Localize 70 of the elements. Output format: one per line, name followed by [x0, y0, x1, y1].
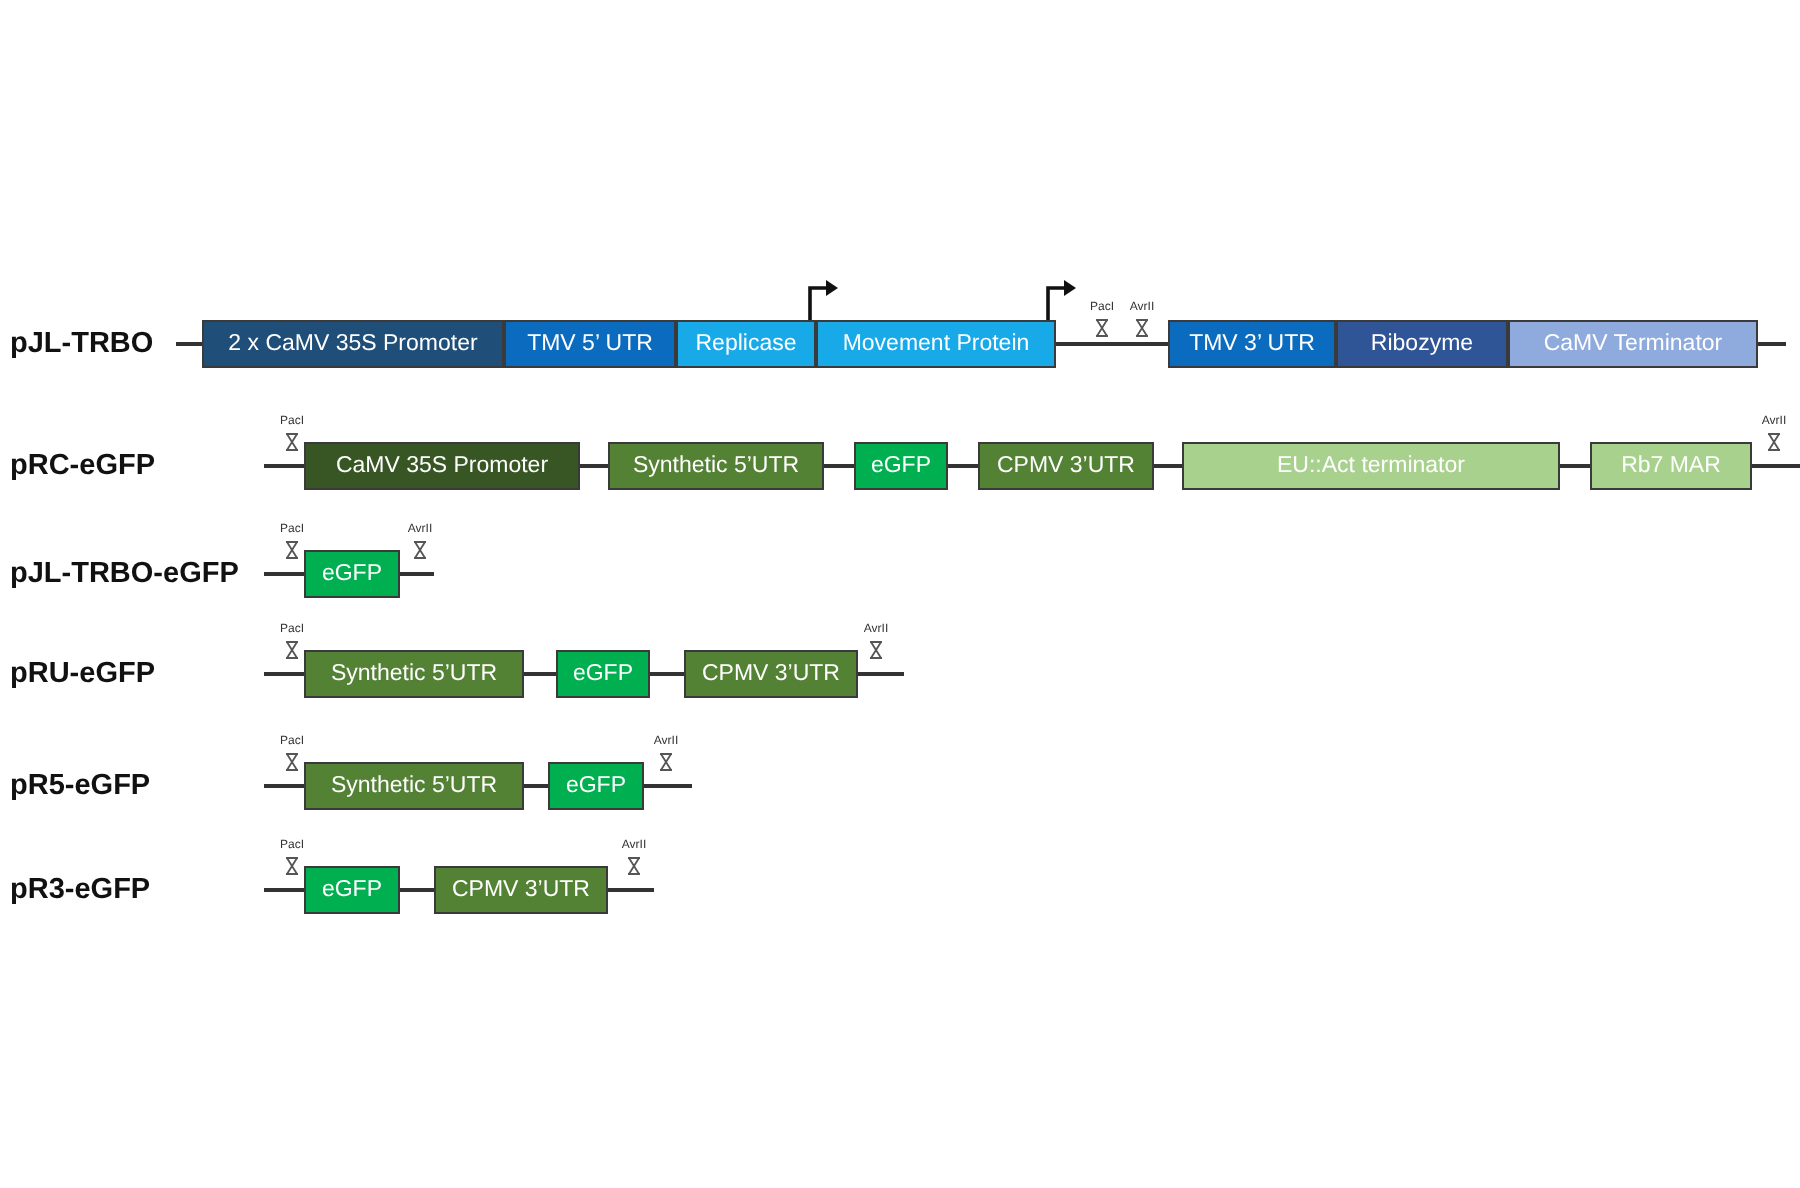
segment-label: Rb7 MAR	[1621, 454, 1721, 478]
segment-label: Ribozyme	[1370, 332, 1474, 356]
dna-backbone-line	[264, 464, 304, 468]
construct-name: pJL-TRBO	[10, 328, 154, 360]
construct-name: pR3-eGFP	[10, 874, 151, 906]
gene-segment-box	[304, 550, 400, 598]
dna-backbone-line	[524, 672, 556, 676]
gene-segment-box	[608, 442, 824, 490]
segment-label: CaMV 35S Promoter	[335, 454, 549, 478]
gene-segment-box	[676, 320, 816, 368]
gene-segment-box	[304, 866, 400, 914]
segment-label: TMV 3’ UTR	[1189, 332, 1315, 356]
gene-segment-box	[434, 866, 608, 914]
segment-label: Synthetic 5’UTR	[632, 454, 800, 478]
dna-backbone-line	[1056, 342, 1168, 346]
segment-label: 2 x CaMV 35S Promoter	[228, 332, 478, 356]
gene-segment-box	[1590, 442, 1752, 490]
dna-backbone-line	[580, 464, 608, 468]
dna-backbone-line	[1752, 464, 1800, 468]
gene-segment-box	[854, 442, 948, 490]
dna-backbone-line	[400, 888, 434, 892]
dna-backbone-line	[264, 784, 304, 788]
segment-label: Synthetic 5’UTR	[330, 662, 498, 686]
dna-backbone-line	[1154, 464, 1182, 468]
construct-name: pJL-TRBO-eGFP	[10, 558, 239, 590]
segment-label: eGFP	[321, 562, 383, 586]
segment-label: eGFP	[565, 774, 627, 798]
segment-label: Movement Protein	[842, 332, 1030, 356]
dna-backbone-line	[858, 672, 904, 676]
segment-label: CPMV 3’UTR	[996, 454, 1135, 478]
gene-segment-box	[816, 320, 1056, 368]
gene-segment-box	[504, 320, 676, 368]
construct-name: pRU-eGFP	[10, 658, 155, 690]
segment-label: Replicase	[695, 332, 797, 356]
dna-backbone-line	[824, 464, 854, 468]
segment-label: eGFP	[321, 878, 383, 902]
segment-label: CaMV Terminator	[1543, 332, 1723, 356]
dna-backbone-line	[650, 672, 684, 676]
dna-backbone-line	[264, 572, 304, 576]
gene-segment-box	[304, 762, 524, 810]
gene-segment-box	[556, 650, 650, 698]
dna-backbone-line	[644, 784, 692, 788]
dna-backbone-line	[264, 672, 304, 676]
construct-name: pRC-eGFP	[10, 450, 155, 482]
segment-label: TMV 5’ UTR	[527, 332, 653, 356]
dna-backbone-line	[948, 464, 978, 468]
gene-segment-box	[1182, 442, 1560, 490]
segment-label: eGFP	[572, 662, 634, 686]
segment-label: CPMV 3’UTR	[701, 662, 840, 686]
gene-segment-box	[304, 442, 580, 490]
dna-backbone-line	[524, 784, 548, 788]
segment-label: eGFP	[870, 454, 932, 478]
gene-segment-box	[1508, 320, 1758, 368]
dna-backbone-line	[1560, 464, 1590, 468]
gene-segment-box	[684, 650, 858, 698]
dna-backbone-line	[400, 572, 434, 576]
dna-backbone-line	[176, 342, 202, 346]
segment-label: CPMV 3’UTR	[451, 878, 590, 902]
gene-segment-box	[548, 762, 644, 810]
construct-name: pR5-eGFP	[10, 770, 151, 802]
dna-backbone-line	[264, 888, 304, 892]
segment-label: EU::Act terminator	[1277, 454, 1465, 478]
gene-segment-box	[1336, 320, 1508, 368]
gene-segment-box	[304, 650, 524, 698]
gene-segment-box	[202, 320, 504, 368]
dna-backbone-line	[1758, 342, 1786, 346]
segment-label: Synthetic 5’UTR	[330, 774, 498, 798]
gene-segment-box	[978, 442, 1154, 490]
gene-segment-box	[1168, 320, 1336, 368]
dna-backbone-line	[608, 888, 654, 892]
